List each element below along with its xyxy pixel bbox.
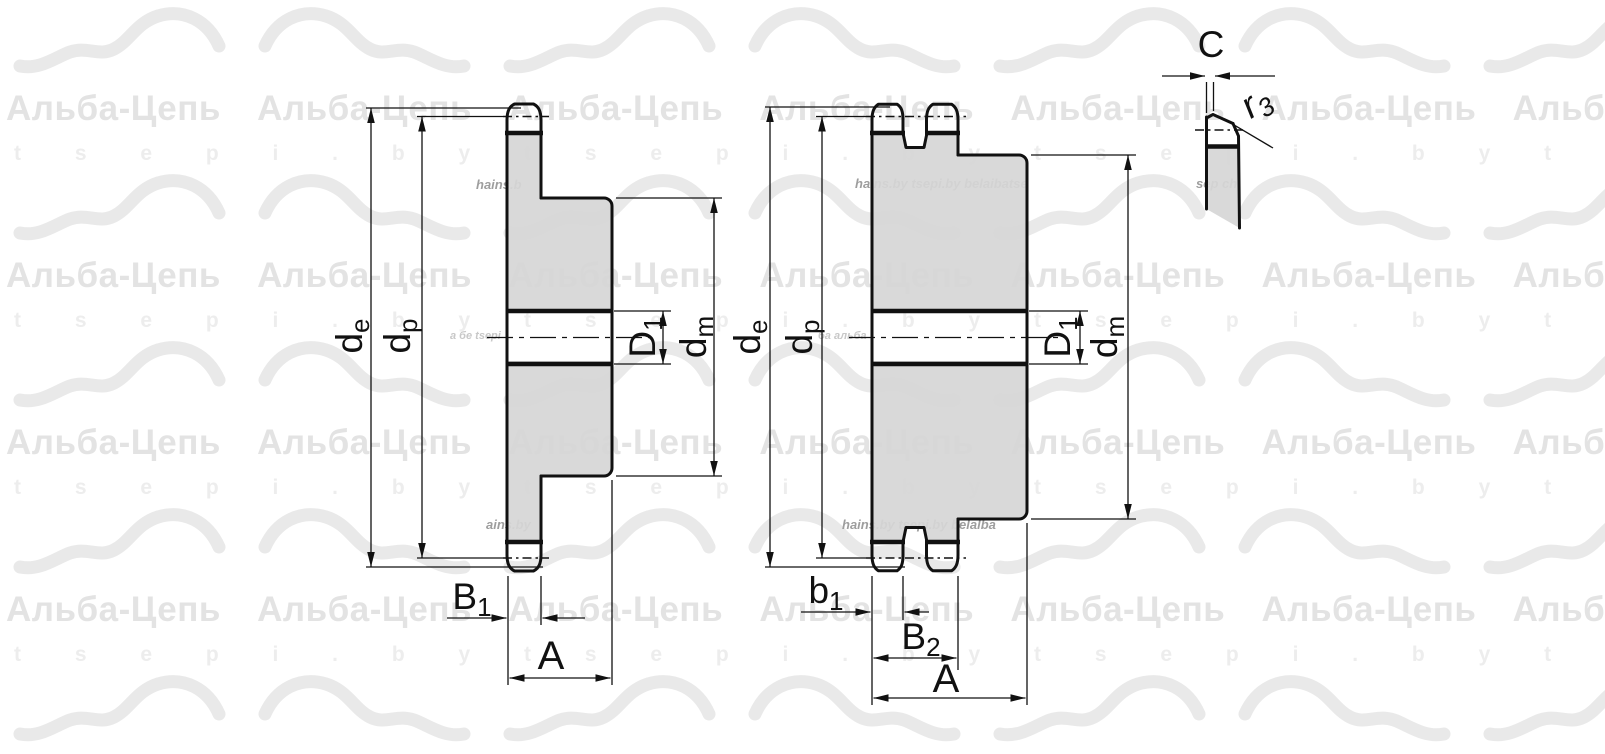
url-row: t s e p i . b y t s e p i . b y t s e p … <box>14 476 1605 499</box>
sprocket-body <box>507 133 612 542</box>
label-A-right: A <box>933 657 960 701</box>
label-A-left: A <box>538 634 565 678</box>
dim-D1-right <box>1029 310 1088 365</box>
dim-D1-left <box>614 310 671 365</box>
label-dm-left: dm <box>673 316 719 358</box>
double-sprocket-view: de dp D1 dm b1 B2 A <box>727 102 1136 705</box>
dim-dp-right <box>816 115 966 559</box>
url-row: t s e p i . b y t s e p i . b y t s e p … <box>14 643 1605 666</box>
label-B2: B2 <box>901 616 940 662</box>
label-C: C <box>1198 24 1225 65</box>
sprocket-body <box>872 133 1027 542</box>
dim-b1 <box>801 576 929 705</box>
label-B1: B1 <box>452 576 491 622</box>
dim-C <box>1162 72 1275 113</box>
label-D1-left: D1 <box>622 316 668 357</box>
dim-B2 <box>873 576 959 670</box>
label-r3: r3 <box>1233 77 1281 130</box>
label-de-left: de <box>329 318 375 353</box>
dim-dm-right <box>1031 154 1136 520</box>
url-row: t s e p i . b y t s e p i . b y t s e p … <box>14 309 1605 332</box>
label-b1: b1 <box>808 570 843 616</box>
dim-A-left <box>509 480 613 685</box>
watermark-fragment: ба альба <box>818 330 867 342</box>
label-D1-right: D1 <box>1037 316 1083 357</box>
brand-row: Альба-Цепь Альба-Цепь Альба-Цепь Альба-Ц… <box>6 423 1605 462</box>
tooth-chamfer-detail: C r3 <box>1162 24 1281 230</box>
dim-dm-left <box>616 197 722 477</box>
label-de-right: de <box>727 319 773 354</box>
dim-A-right <box>873 523 1028 705</box>
dim-de-right <box>765 106 905 568</box>
brand-row: Альба-Цепь Альба-Цепь Альба-Цепь Альба-Ц… <box>6 256 1605 295</box>
dim-dp-left <box>417 115 549 559</box>
label-dp-left: dp <box>377 318 423 353</box>
brand-row: Альба-Цепь Альба-Цепь Альба-Цепь Альба-Ц… <box>6 590 1605 629</box>
tooth-section-body <box>1206 146 1240 228</box>
dim-B1 <box>447 576 585 685</box>
r3-leader-line <box>1223 118 1274 149</box>
watermark-fragment: а бе tsepi <box>450 330 501 342</box>
single-sprocket-view: de dp D1 dm B1 A <box>329 102 722 685</box>
brand-row: Альба-Цепь Альба-Цепь Альба-Цепь Альба-Ц… <box>6 89 1605 128</box>
label-dm-right: dm <box>1084 316 1130 358</box>
label-dp-right: dp <box>779 319 825 354</box>
dim-de-left <box>366 107 543 568</box>
